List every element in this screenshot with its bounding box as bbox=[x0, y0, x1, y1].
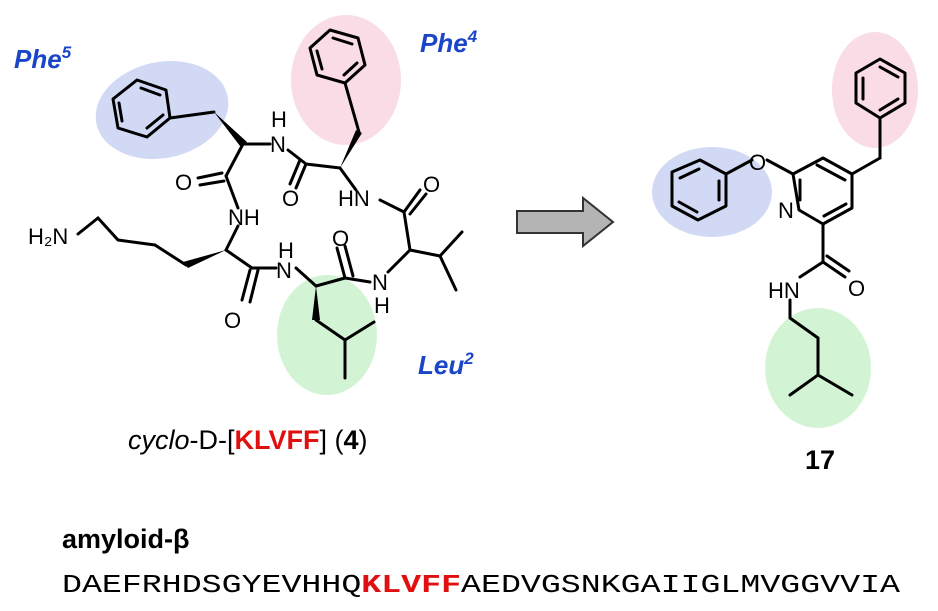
atom-o-ether: O bbox=[749, 150, 766, 175]
phe4-label: Phe4 bbox=[420, 27, 478, 58]
compound-17-structure bbox=[670, 57, 907, 397]
compound-4-caption: cyclo-D-[KLVFF] (4) bbox=[128, 425, 368, 455]
leu2-label: Leu2 bbox=[418, 349, 474, 380]
phe5-label: Phe5 bbox=[14, 43, 72, 74]
atom-n-bot: N bbox=[276, 258, 292, 283]
atom-hn-amide: HN bbox=[768, 278, 800, 303]
atom-o-left1: O bbox=[175, 170, 192, 195]
atom-n-pyridine: N bbox=[778, 198, 794, 223]
atom-hn-right: HN bbox=[338, 186, 370, 211]
atom-nh-left: NH bbox=[228, 205, 260, 230]
atom-h-bot2: H bbox=[374, 293, 390, 318]
atom-o-bot2: O bbox=[332, 226, 349, 251]
amyloid-title: amyloid-β bbox=[62, 524, 190, 554]
phe4-highlight bbox=[291, 15, 401, 145]
phenoxy-highlight bbox=[652, 147, 772, 237]
phe5-phenyl-ring bbox=[111, 78, 172, 139]
atom-n-bot2: N bbox=[372, 270, 388, 295]
compound-17-label: 17 bbox=[805, 445, 835, 475]
atom-h-bot: H bbox=[278, 238, 294, 263]
transformation-arrow bbox=[516, 195, 615, 249]
atom-o-bot1: O bbox=[224, 308, 241, 333]
atom-o-amide: O bbox=[848, 276, 865, 301]
atom-o-right: O bbox=[423, 172, 440, 197]
atom-h-top: H bbox=[271, 107, 287, 132]
benzyl-highlight bbox=[832, 32, 918, 148]
leu2-highlight bbox=[277, 275, 377, 395]
phe5-highlight bbox=[95, 61, 229, 159]
atom-h2n: H₂N bbox=[28, 224, 68, 249]
atom-n-top: N bbox=[270, 132, 286, 157]
cyclopeptide-backbone bbox=[76, 81, 464, 380]
atom-o-top2: O bbox=[282, 186, 299, 211]
